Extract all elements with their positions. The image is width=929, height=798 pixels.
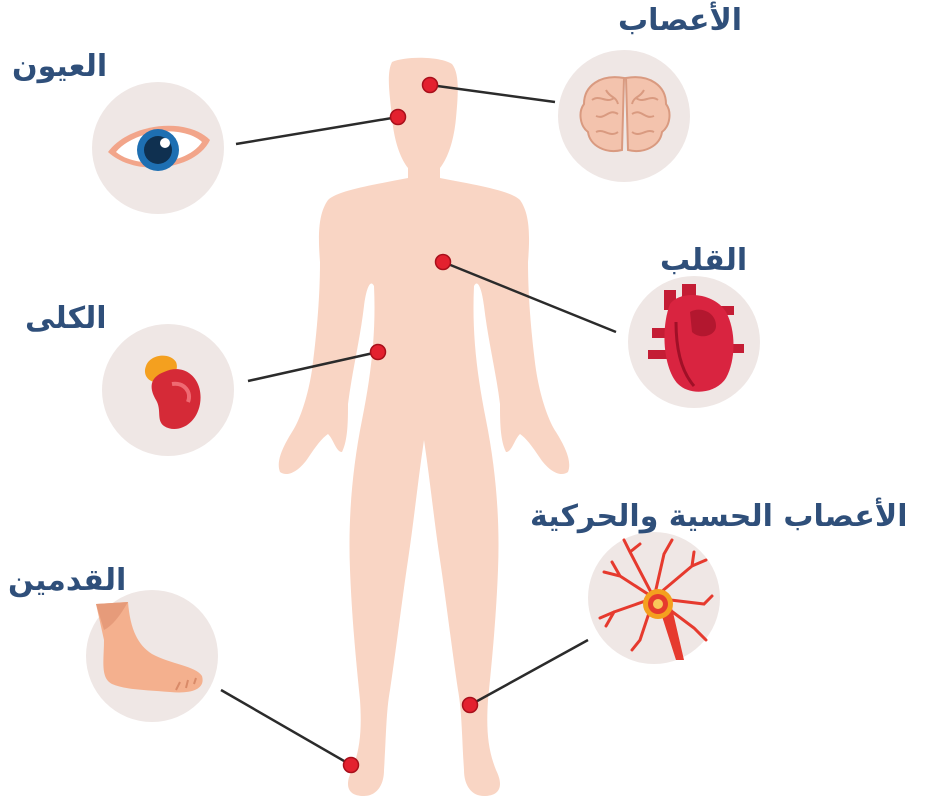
marker-heart	[436, 255, 451, 270]
marker-brain	[423, 78, 438, 93]
label-heart: القلب	[660, 246, 747, 276]
connector-feet	[221, 690, 351, 765]
label-sensory-motor-nerves: الأعصاب الحسية والحركية	[530, 502, 907, 532]
marker-kidneys	[371, 345, 386, 360]
connector-eyes	[236, 117, 398, 144]
marker-feet	[344, 758, 359, 773]
brain-icon	[558, 50, 690, 182]
neuron-icon	[588, 532, 720, 664]
label-eyes: العيون	[12, 52, 107, 82]
human-body-silhouette	[279, 58, 570, 796]
kidney-icon	[102, 324, 234, 456]
label-nerves: الأعصاب	[618, 6, 742, 36]
heart-icon	[628, 276, 760, 408]
label-kidneys: الكلى	[25, 304, 107, 334]
label-feet: القدمين	[8, 566, 126, 596]
eye-icon	[92, 82, 224, 214]
foot-icon	[86, 590, 218, 722]
marker-sensory-nerves	[463, 698, 478, 713]
marker-eyes	[391, 110, 406, 125]
